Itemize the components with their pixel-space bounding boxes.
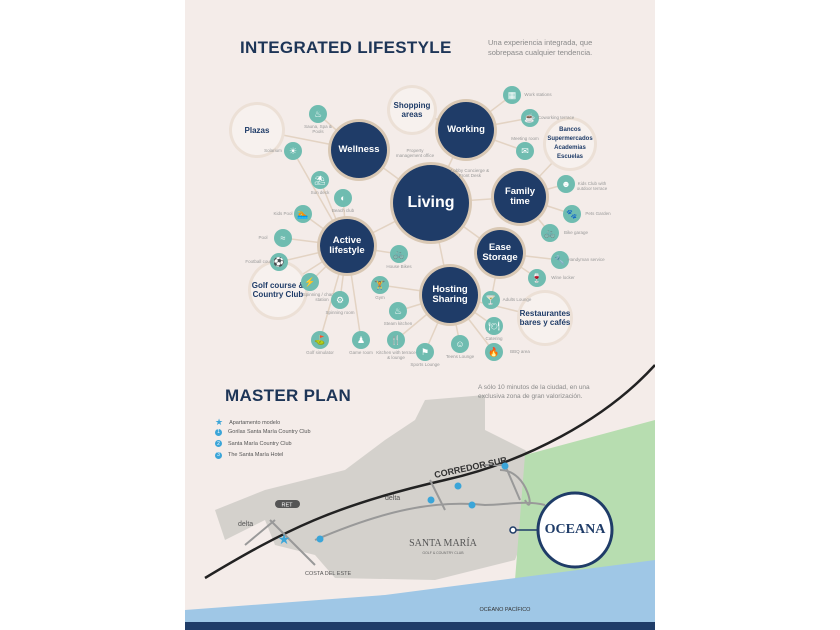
amenity-label: Football court [245, 259, 273, 264]
amenity-icon: ≈ [274, 229, 292, 247]
legend-label: The Santa María Hotel [228, 452, 284, 458]
amenity-label: Wine locker [551, 275, 575, 280]
area-circle: Plazas [232, 105, 282, 155]
amenity-label: Kids Pool [273, 211, 293, 216]
legend-label: Gorilas Santa María Country Club [228, 429, 311, 435]
amenity-label: Pool [258, 235, 268, 240]
legend-item: ★ Apartamento modelo [215, 417, 280, 428]
legend-item: 1 Gorilas Santa María Country Club [215, 428, 311, 436]
legend-label: Apartamento modelo [229, 419, 281, 426]
amenity-icon: ⚡ [301, 273, 319, 291]
amenity-label: Adults Lounge [502, 297, 532, 302]
amenity-icon: 🏊 [294, 205, 312, 223]
amenity-icon: ▦ [503, 86, 521, 104]
area-circle: Golf course & Country Club [251, 263, 305, 317]
amenity-label: Golf simulator [306, 350, 334, 355]
amenity-icon: 🔧 [551, 251, 569, 269]
area-circle: Bancos Supermercados Academias Escuelas [546, 120, 594, 168]
marker-icon: 1 [215, 428, 222, 436]
area-circle: Shopping areas [390, 88, 434, 132]
amenity-icon: ☀ [284, 142, 302, 160]
hub-wellness: Wellness [331, 122, 387, 178]
hub-working: Working [438, 102, 494, 158]
costa-del-este-label: COSTA DEL ESTE [305, 571, 351, 577]
amenity-icon: ♟ [352, 331, 370, 349]
hub-hosting-sharing: Hosting Sharing [422, 267, 478, 323]
amenity-icon: ☻ [557, 175, 575, 193]
star-icon: ★ [215, 417, 224, 427]
legend-item: 2 Santa María Country Club [215, 440, 292, 447]
amenity-icon: 🚲 [390, 245, 408, 263]
masterplan-title: MASTER PLAN [225, 386, 352, 405]
amenity-icon: ♨ [389, 302, 407, 320]
amenity-label: Steam kitchen [383, 321, 413, 326]
amenity-icon: 🍷 [528, 269, 546, 287]
area-circle: Restaurantes bares y cafés [520, 293, 570, 343]
amenity-label: Handyman service [567, 257, 605, 262]
amenity-label: Teens Lounge [445, 354, 475, 359]
delta-label-2: delta [238, 521, 253, 528]
amenity-label: Spinning / charging station [302, 292, 342, 302]
amenity-icon: 🍸 [482, 291, 500, 309]
model-apartment-star-icon: ★ [278, 531, 291, 547]
master-plan-map: OCEANA CORREDOR SUR delta delta RET COST… [185, 364, 655, 630]
amenity-icon: 🐾 [563, 205, 581, 223]
amenity-label: Work stations [524, 92, 552, 97]
amenity-label: Kitchen with terrace & lounge [376, 350, 416, 360]
hub-living: Living [393, 165, 469, 241]
amenity-label: Coworking terrace [537, 115, 575, 120]
note-label: Property management office [395, 148, 435, 158]
amenity-label: Bike garage [563, 230, 589, 235]
amenity-icon: 🔥 [485, 343, 503, 361]
hub-active-lifestyle: Active lifestyle [320, 219, 374, 273]
amenity-icon: ☺ [451, 335, 469, 353]
ret-label: RET [282, 503, 294, 509]
amenity-label: Meeting room [511, 136, 539, 141]
amenity-label: Beach club [331, 208, 355, 213]
note-label: Lobby Concierge & Front Desk [450, 168, 490, 178]
amenity-label: BBQ area [510, 349, 530, 354]
legend-label: Santa María Country Club [228, 440, 292, 447]
marker-icon: 2 [215, 440, 222, 447]
amenity-label: Sports Lounge [410, 362, 440, 367]
amenity-label: Sun deck [310, 190, 330, 195]
santa-maria-label: SANTA MARÍA [409, 537, 478, 549]
amenity-icon: 🍽 [485, 317, 503, 335]
delta-label: delta [385, 495, 400, 502]
oceana-logo: OCEANA [545, 522, 607, 537]
amenity-label: Solarium [264, 148, 282, 153]
amenity-icon: 🚲 [541, 224, 559, 242]
brochure-page: INTEGRATED LIFESTYLE Una experiencia int… [185, 0, 655, 630]
amenity-icon: ♨ [309, 105, 327, 123]
amenity-icon: ✉ [516, 142, 534, 160]
amenity-icon: ⚑ [416, 343, 434, 361]
amenity-icon: ⚽ [270, 253, 288, 271]
amenity-label: Kids Club with outdoor terrace [576, 181, 608, 191]
amenity-label: Spinning room [325, 310, 355, 315]
amenity-label: House Bikes [386, 264, 412, 269]
amenity-icon: ◐ [334, 189, 352, 207]
amenity-icon: 🍴 [387, 331, 405, 349]
amenity-icon: ⛳ [311, 331, 329, 349]
ocean-label: OCÉANO PACÍFICO [480, 606, 532, 613]
marker-icon: 3 [215, 451, 222, 459]
amenity-icon: ⚙ [331, 291, 349, 309]
hub-family-time: Family time [494, 171, 546, 223]
amenity-icon: 🏋 [371, 276, 389, 294]
hub-ease-storage: Ease Storage [477, 230, 523, 276]
lifestyle-title: INTEGRATED LIFESTYLE [240, 38, 452, 57]
amenity-icon: ☕ [521, 109, 539, 127]
santa-maria-sub: GOLF & COUNTRY CLUB [422, 551, 464, 555]
amenity-label: Sauna, Spa & Pools [304, 124, 332, 134]
amenity-label: Catering [485, 336, 503, 341]
amenity-icon: ⛱ [311, 171, 329, 189]
legend-item: 3 The Santa María Hotel [215, 451, 284, 459]
amenity-label: Game room [349, 350, 373, 355]
amenity-label: Pets Garden [585, 211, 611, 216]
amenity-label: Gym [375, 295, 385, 300]
